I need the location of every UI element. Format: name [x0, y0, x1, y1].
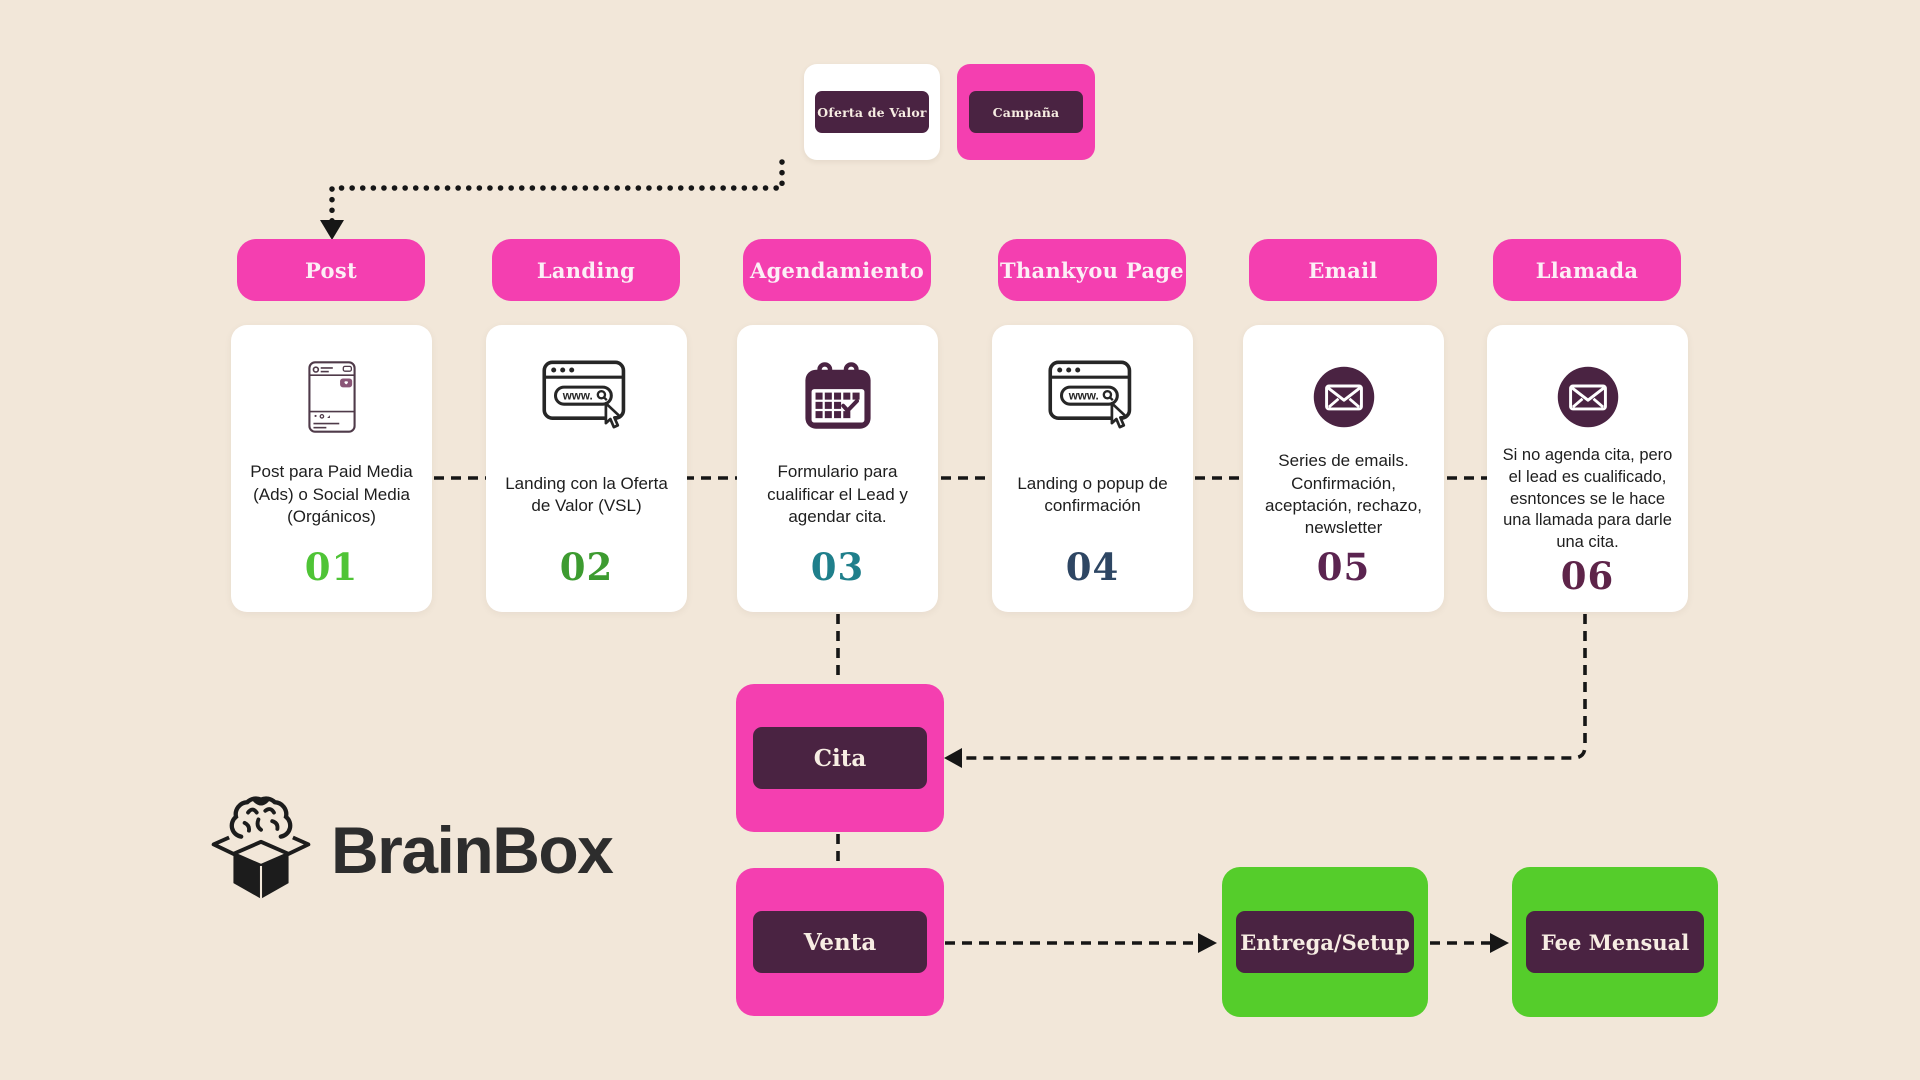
pill-email: Email [1249, 239, 1437, 301]
card-llamada-description: Si no agenda cita, pero el lead es cuali… [1502, 446, 1673, 552]
node-campana: Campaña [957, 64, 1095, 160]
pill-agendamiento: Agendamiento [743, 239, 931, 301]
card-post-number: 01 [304, 545, 359, 589]
pill-thankyou-page: Thankyou Page [998, 239, 1186, 301]
card-thankyou-number: 04 [1065, 545, 1120, 589]
pill-llamada: Llamada [1493, 239, 1681, 301]
svg-text:www.: www. [561, 390, 592, 403]
card-thankyou-description: Landing o popup de confirmación [1017, 473, 1168, 515]
card-email-description: Series de emails. Confirmación, aceptaci… [1265, 451, 1422, 538]
browser-icon: www. [1047, 349, 1138, 445]
cita-label: Cita [753, 727, 927, 789]
node-fee-mensual: Fee Mensual [1512, 867, 1718, 1017]
card-agendamiento: Formulario para cualificar el Lead y age… [737, 325, 938, 612]
card-llamada: Si no agenda cita, pero el lead es cuali… [1487, 325, 1688, 612]
fee-mensual-label: Fee Mensual [1526, 911, 1704, 973]
node-entrega-setup: Entrega/Setup [1222, 867, 1428, 1017]
node-oferta-de-valor: Oferta de Valor [804, 64, 940, 160]
card-thankyou-page: www. Landing o popup de confirmación 04 [992, 325, 1193, 612]
card-landing-description: Landing con la Oferta de Valor (VSL) [505, 473, 668, 515]
social-post-icon [307, 349, 357, 445]
brainbox-logo-icon [205, 790, 317, 909]
oferta-de-valor-label: Oferta de Valor [815, 91, 929, 133]
card-landing-number: 02 [559, 545, 614, 589]
campana-label: Campaña [969, 91, 1083, 133]
card-landing: www. Landing con la Oferta de Valor (VSL… [486, 325, 687, 612]
card-post: Post para Paid Media (Ads) o Social Medi… [231, 325, 432, 612]
envelope-icon [1555, 349, 1621, 445]
browser-icon: www. [541, 349, 632, 445]
card-agendamiento-number: 03 [810, 545, 865, 589]
pill-landing: Landing [492, 239, 680, 301]
brainbox-logo-text: BrainBox [331, 812, 614, 887]
card-post-description: Post para Paid Media (Ads) o Social Medi… [250, 462, 413, 527]
svg-text:www.: www. [1067, 390, 1098, 403]
node-cita: Cita [736, 684, 944, 832]
card-llamada-number: 06 [1560, 553, 1615, 598]
card-email: Series de emails. Confirmación, aceptaci… [1243, 325, 1444, 612]
card-agendamiento-description: Formulario para cualificar el Lead y age… [767, 462, 908, 527]
node-venta: Venta [736, 868, 944, 1016]
envelope-icon [1311, 349, 1377, 445]
entrega-setup-label: Entrega/Setup [1236, 911, 1414, 973]
calendar-icon [801, 349, 875, 445]
venta-label: Venta [753, 911, 927, 973]
card-email-number: 05 [1316, 545, 1371, 589]
pill-post: Post [237, 239, 425, 301]
brainbox-logo: BrainBox [205, 790, 614, 909]
